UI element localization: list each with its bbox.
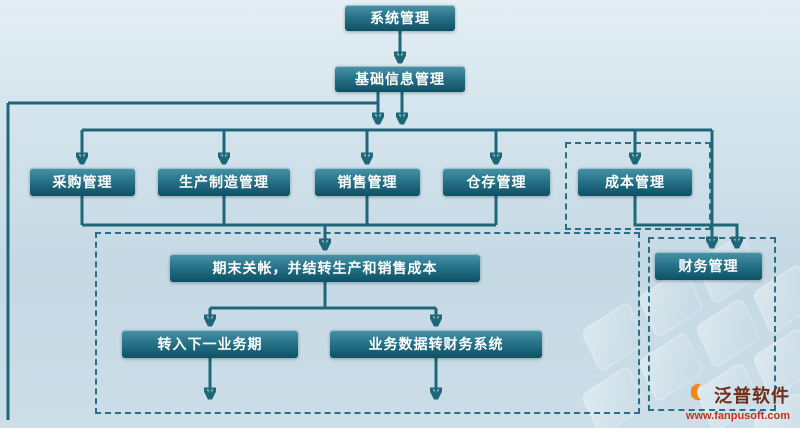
dashed-region-cost [565,142,711,230]
node-production-management: 生产制造管理 [158,168,290,196]
node-system-management: 系统管理 [345,5,455,31]
fanpu-logo-icon [690,380,711,409]
node-purchase-management: 采购管理 [30,168,135,196]
node-basic-info-management: 基础信息管理 [335,66,465,92]
fanpu-logo: 泛普软件 www.fanpusoft.com [686,380,790,422]
website-url: www.fanpusoft.com [685,410,790,422]
node-sales-management: 销售管理 [315,168,420,196]
node-warehouse-management: 仓存管理 [443,168,550,196]
node-next-period: 转入下一业务期 [122,330,298,358]
node-finance-management: 财务管理 [655,252,762,280]
logo-text: 泛普软件 [714,385,790,406]
node-data-to-finance: 业务数据转财务系统 [330,330,542,358]
node-cost-management: 成本管理 [578,168,692,196]
node-period-closing: 期末关帐，并结转生产和销售成本 [170,254,480,282]
connector-cost-finance [633,196,737,245]
dashed-region-workflow [95,232,640,414]
